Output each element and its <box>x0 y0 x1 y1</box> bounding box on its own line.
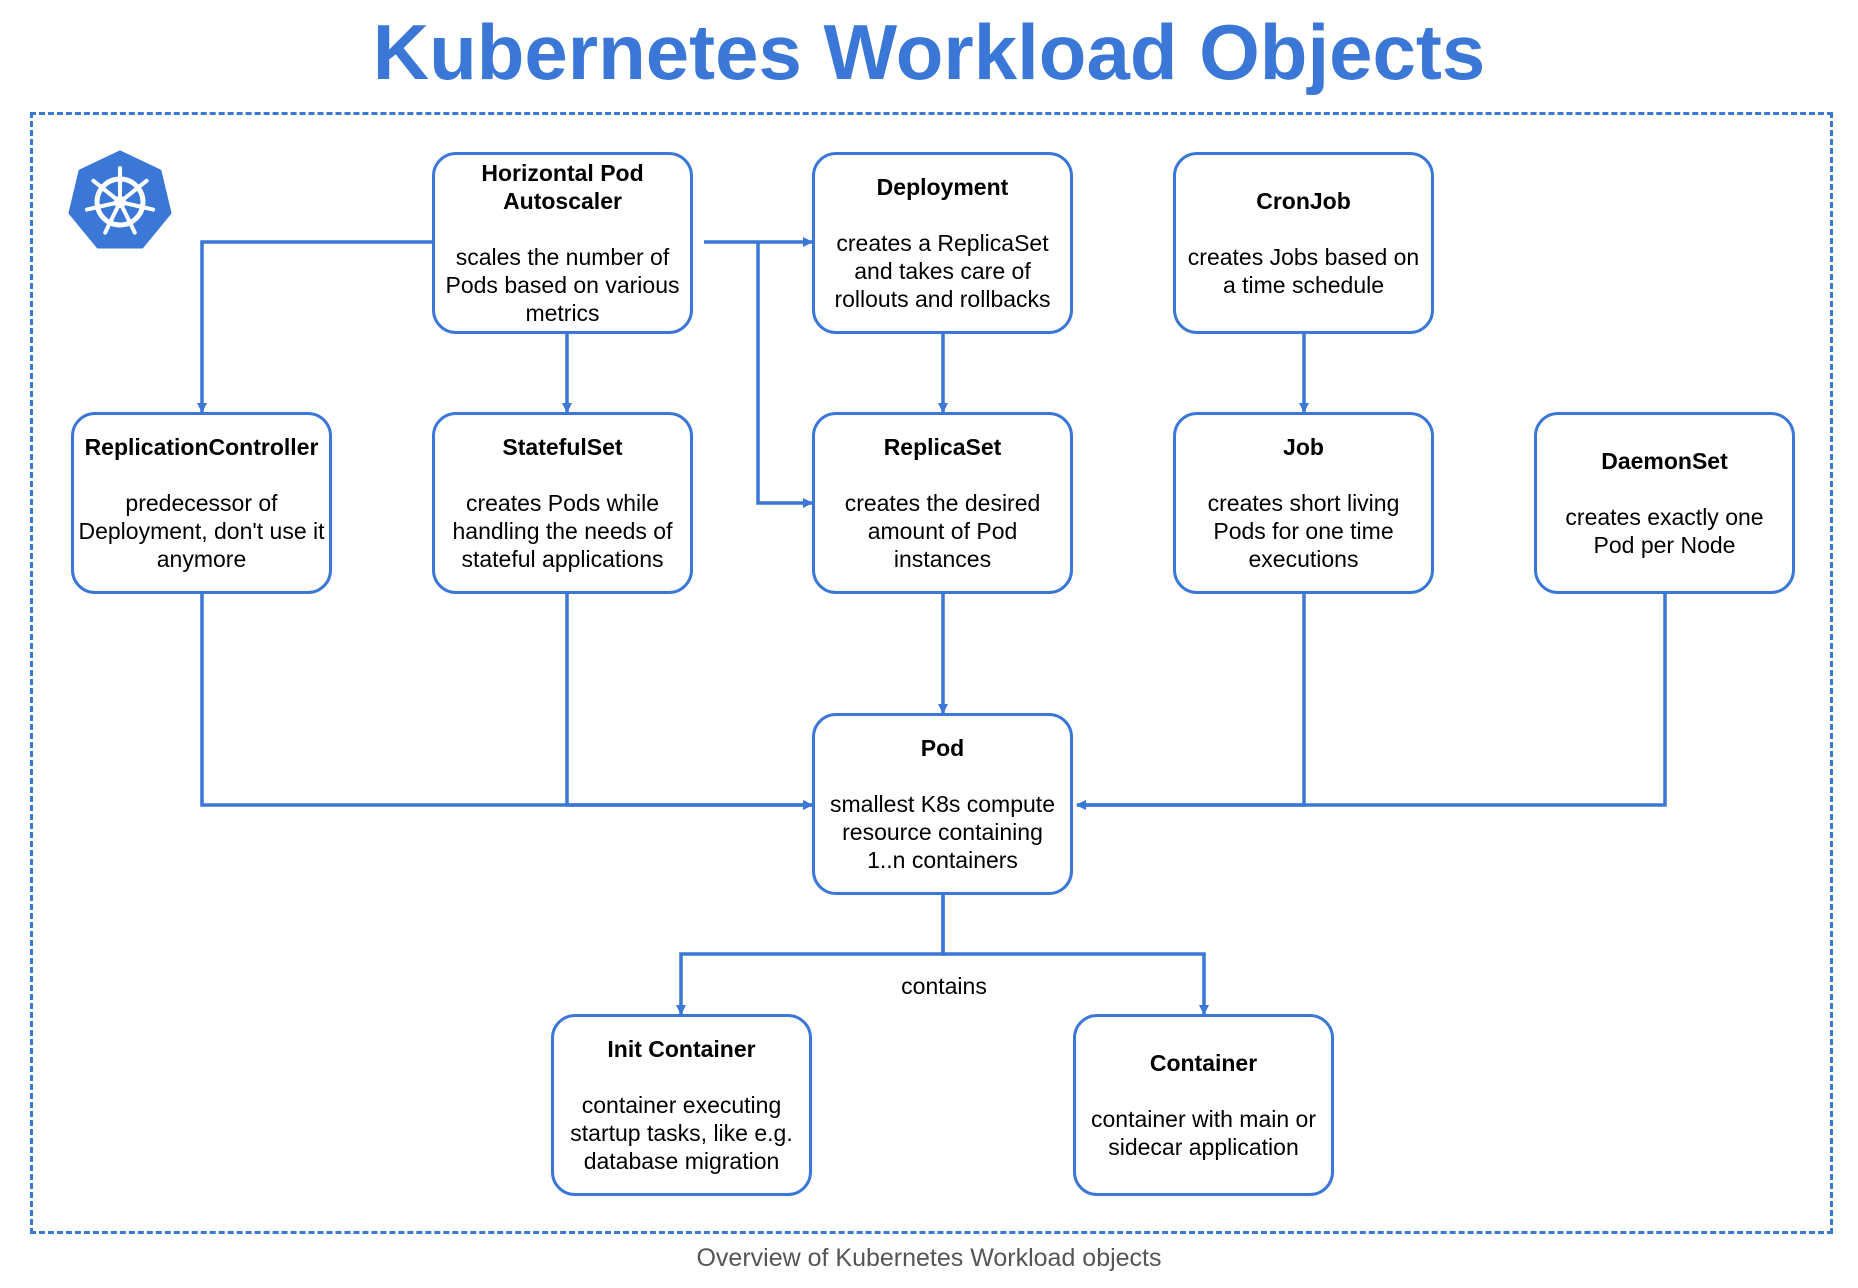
node-replicationcontroller: ReplicationController predecessor of Dep… <box>71 412 332 594</box>
node-description: smallest K8s compute resource containing… <box>830 791 1055 873</box>
node-description: creates Jobs based on a time schedule <box>1187 244 1420 298</box>
diagram-title: Kubernetes Workload Objects <box>372 8 1486 96</box>
node-description: container with main or sidecar applicati… <box>1091 1106 1316 1160</box>
node-job: Job creates short living Pods for one ti… <box>1173 412 1434 594</box>
node-statefulset: StatefulSet creates Pods while handling … <box>432 412 693 594</box>
edge-hpa-to-replicationcontroller <box>197 240 432 413</box>
node-title: Pod <box>920 735 965 761</box>
node-title: DaemonSet <box>1601 448 1728 474</box>
node-description: creates exactly one Pod per Node <box>1565 504 1764 558</box>
node-title: Container <box>1149 1050 1258 1076</box>
edge-label-contains: contains <box>901 973 987 999</box>
node-description: creates the desired amount of Pod instan… <box>844 490 1041 572</box>
node-title: Init Container <box>607 1036 756 1062</box>
edge-replicationcontroller-to-pod <box>200 594 813 810</box>
node-description: container executing startup tasks, like … <box>570 1092 793 1174</box>
node-description: creates a ReplicaSet and takes care of r… <box>834 230 1051 312</box>
edge-statefulset-to-pod <box>565 594 813 810</box>
diagram-caption: Overview of Kubernetes Workload objects <box>696 1244 1162 1272</box>
node-daemonset: DaemonSet creates exactly one Pod per No… <box>1534 412 1795 594</box>
node-description: creates short living Pods for one time e… <box>1207 490 1400 572</box>
diagram-frame <box>30 112 1833 1234</box>
node-description: predecessor of Deployment, don't use it … <box>78 490 325 572</box>
node-cronjob: CronJob creates Jobs based on a time sch… <box>1173 152 1434 334</box>
node-title: Horizontal Pod Autoscaler <box>481 160 644 214</box>
node-title: ReplicaSet <box>883 434 1002 460</box>
edge-pod-to-container <box>941 895 1209 1015</box>
node-title: Deployment <box>876 174 1009 200</box>
node-horizontal-pod-autoscaler: Horizontal Pod Autoscaler scales the num… <box>432 152 693 334</box>
node-deployment: Deployment creates a ReplicaSet and take… <box>812 152 1073 334</box>
node-title: StatefulSet <box>502 434 623 460</box>
node-pod: Pod smallest K8s compute resource contai… <box>812 713 1073 895</box>
kubernetes-logo-icon <box>68 150 172 249</box>
node-container: Container container with main or sidecar… <box>1073 1014 1334 1196</box>
node-title: Job <box>1283 434 1324 460</box>
node-title: ReplicationController <box>84 434 319 460</box>
node-description: scales the number of Pods based on vario… <box>445 244 680 326</box>
node-description: creates Pods while handling the needs of… <box>452 490 673 572</box>
edge-daemonset-to-pod <box>1076 594 1667 810</box>
edge-job-to-pod <box>1076 594 1306 810</box>
node-title: CronJob <box>1256 188 1351 214</box>
node-replicaset: ReplicaSet creates the desired amount of… <box>812 412 1073 594</box>
node-init-container: Init Container container executing start… <box>551 1014 812 1196</box>
edge-hpa-to-replicaset <box>756 242 813 508</box>
